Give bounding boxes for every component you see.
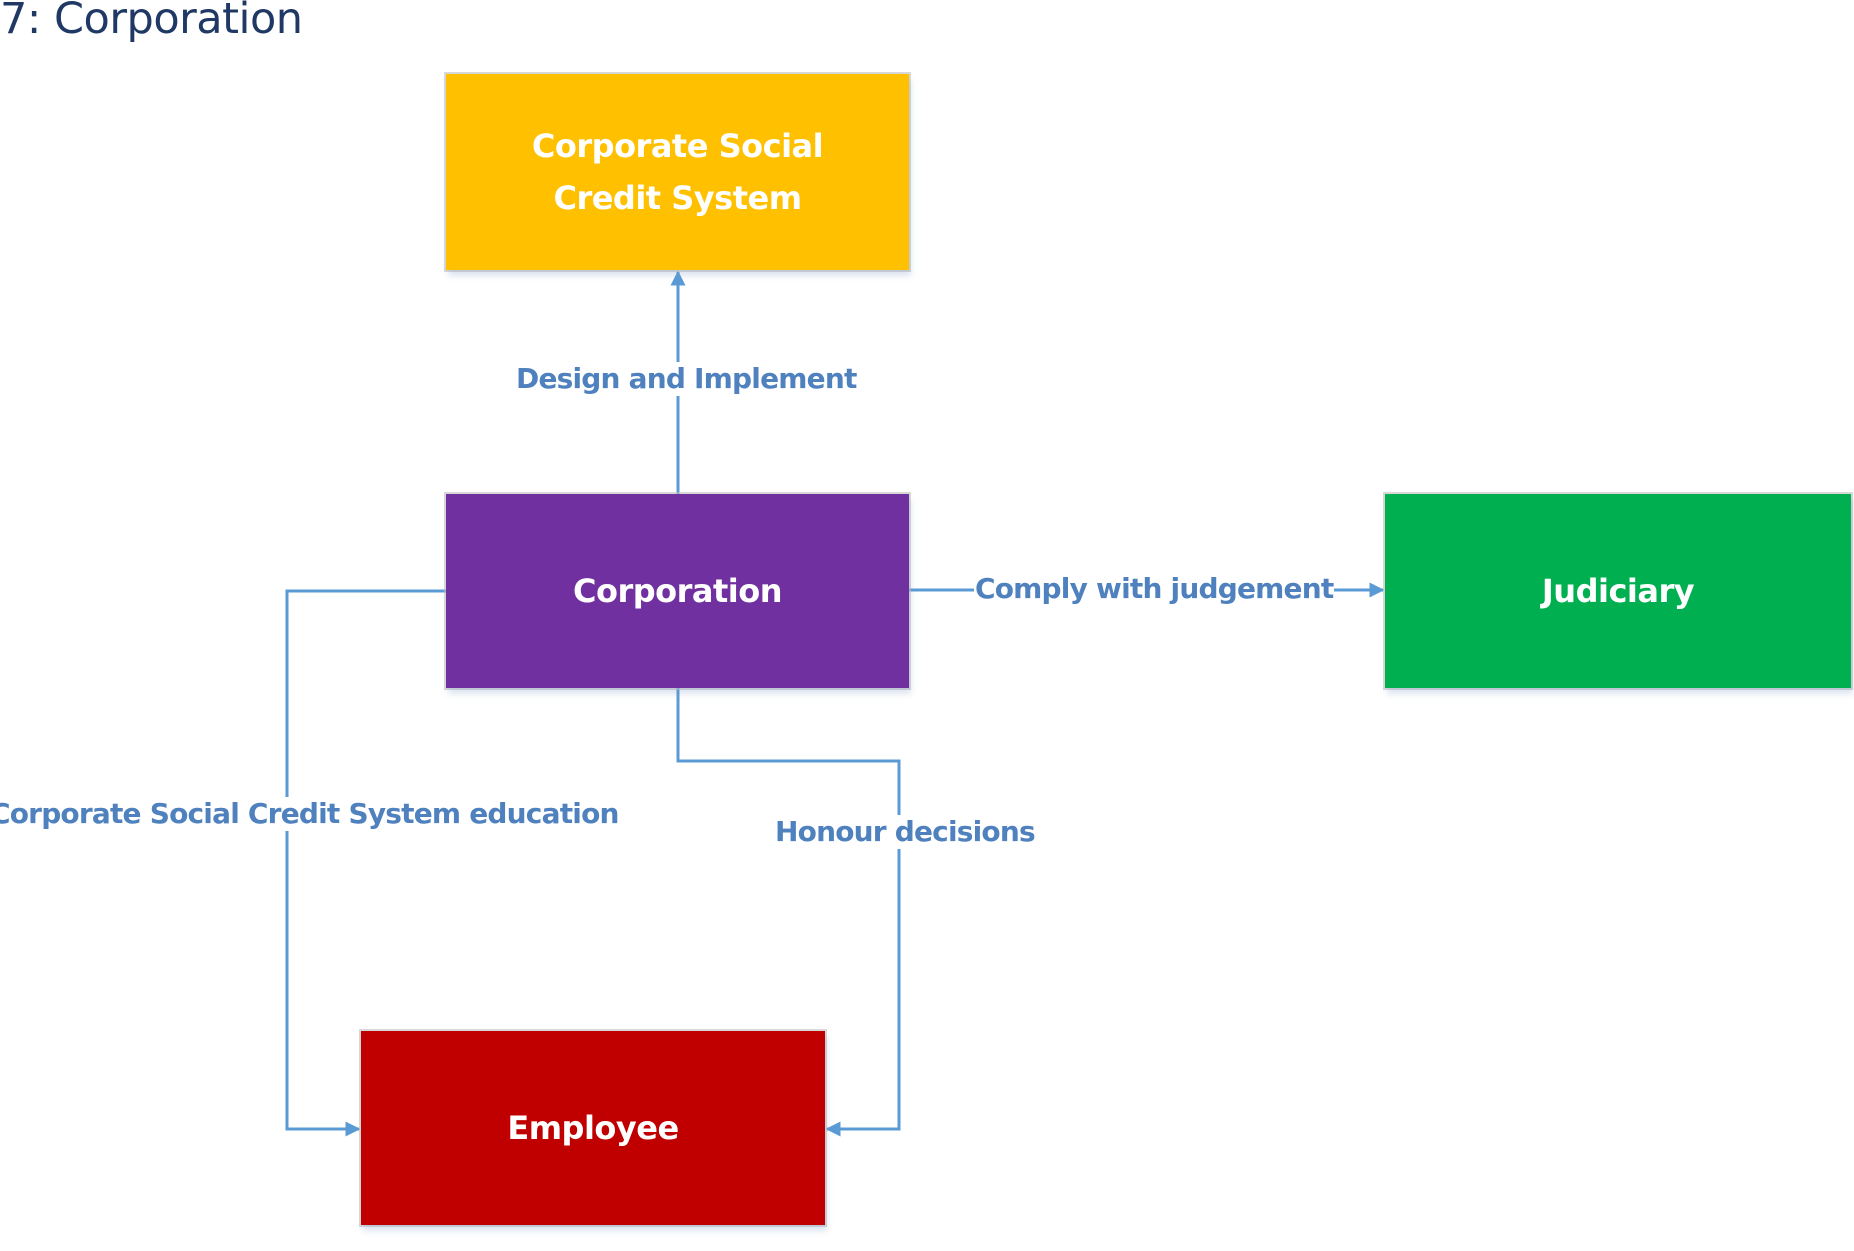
node-label: Employee (507, 1109, 679, 1147)
node-corporate-social-credit-system[interactable]: Corporate Social Credit System (446, 74, 909, 270)
figure-title: 7: Corporation (0, 0, 303, 44)
node-label: Judiciary (1541, 572, 1695, 610)
edge-education-line (285, 589, 446, 1137)
node-corporation[interactable]: Corporation (446, 494, 909, 688)
node-label: Corporate Social Credit System (531, 127, 824, 217)
edge-label-education: Corporate Social Credit System education (0, 797, 621, 831)
edge-label-honour: Honour decisions (773, 815, 1037, 849)
node-label: Corporation (572, 572, 783, 610)
edge-label-design: Design and Implement (514, 362, 859, 396)
edge-label-comply: Comply with judgement (974, 572, 1335, 606)
edge-honour-line (676, 688, 901, 1137)
node-judiciary[interactable]: Judiciary (1385, 494, 1851, 688)
node-employee[interactable]: Employee (361, 1031, 825, 1225)
